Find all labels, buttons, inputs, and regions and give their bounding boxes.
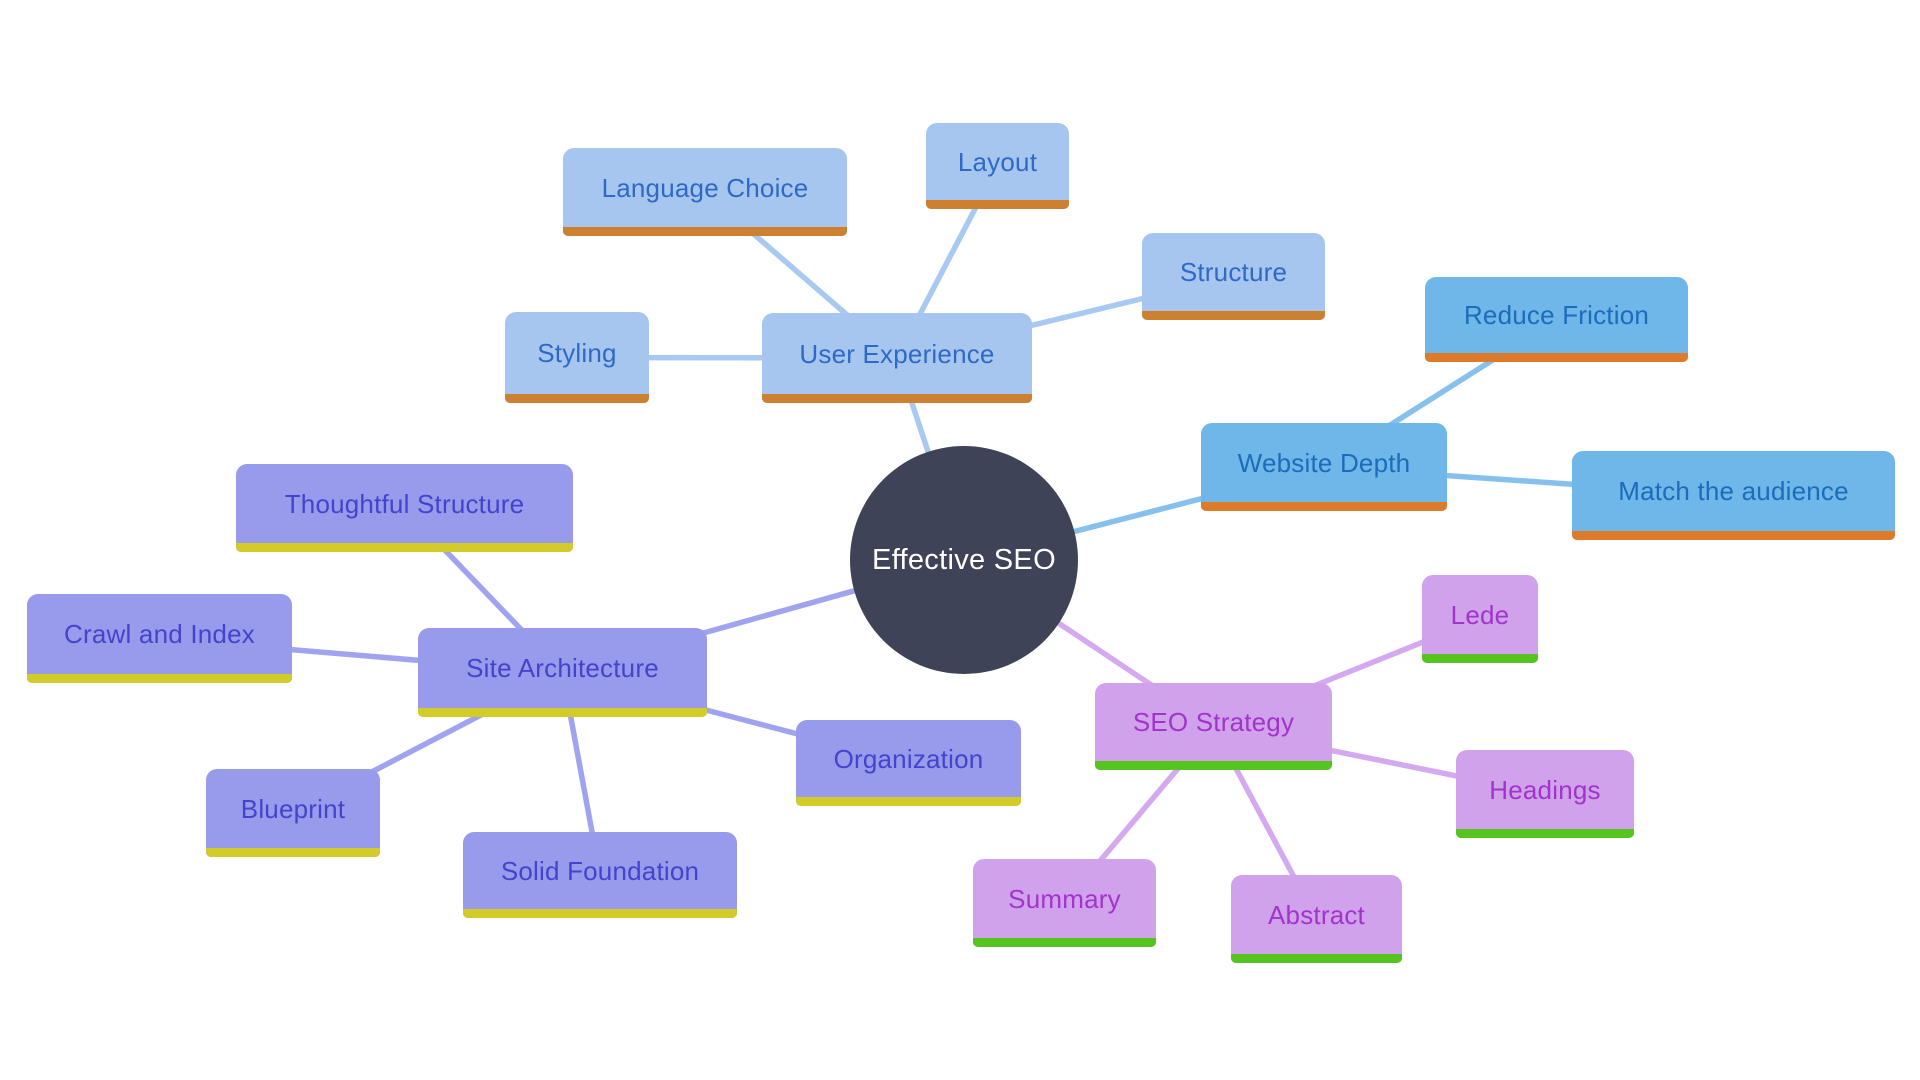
node-reduce-friction[interactable]: Reduce Friction — [1425, 277, 1688, 362]
node-label-layout: Layout — [957, 146, 1038, 177]
node-underline-organization — [796, 797, 1021, 806]
node-underline-abstract — [1231, 954, 1402, 963]
node-underline-solid-foundation — [463, 909, 737, 918]
node-underline-language-choice — [563, 227, 847, 236]
node-blueprint[interactable]: Blueprint — [206, 769, 380, 857]
node-label-thoughtful-structure: Thoughtful Structure — [284, 488, 525, 519]
node-layout[interactable]: Layout — [926, 123, 1069, 209]
node-summary[interactable]: Summary — [973, 859, 1156, 947]
node-label-solid-foundation: Solid Foundation — [500, 855, 700, 886]
node-styling[interactable]: Styling — [505, 312, 649, 403]
node-underline-seo-strategy — [1095, 761, 1332, 770]
node-crawl-and-index[interactable]: Crawl and Index — [27, 594, 292, 683]
node-label-headings: Headings — [1489, 774, 1601, 805]
node-underline-site-architecture — [418, 708, 707, 717]
node-label-match-the-audience: Match the audience — [1618, 476, 1849, 506]
node-label-blueprint: Blueprint — [240, 793, 346, 824]
central-topic-node[interactable]: Effective SEO — [850, 446, 1078, 674]
node-underline-styling — [505, 394, 649, 403]
node-underline-blueprint — [206, 848, 380, 857]
node-site-architecture[interactable]: Site Architecture — [418, 628, 707, 717]
node-underline-summary — [973, 938, 1156, 947]
node-headings[interactable]: Headings — [1456, 750, 1634, 838]
node-seo-strategy[interactable]: SEO Strategy — [1095, 683, 1332, 770]
node-label-abstract: Abstract — [1268, 899, 1365, 930]
node-abstract[interactable]: Abstract — [1231, 875, 1402, 963]
node-underline-crawl-and-index — [27, 674, 292, 683]
node-label-crawl-and-index: Crawl and Index — [64, 619, 255, 649]
node-underline-structure — [1142, 311, 1325, 320]
node-underline-match-the-audience — [1572, 531, 1895, 540]
node-label-structure: Structure — [1179, 257, 1288, 287]
node-match-the-audience[interactable]: Match the audience — [1572, 451, 1895, 540]
node-underline-headings — [1456, 829, 1634, 838]
node-lede[interactable]: Lede — [1422, 575, 1538, 663]
node-underline-lede — [1422, 654, 1538, 663]
node-underline-thoughtful-structure — [236, 543, 573, 552]
node-solid-foundation[interactable]: Solid Foundation — [463, 832, 737, 918]
central-topic-label: Effective SEO — [872, 543, 1056, 576]
node-underline-user-experience — [762, 394, 1032, 403]
node-thoughtful-structure[interactable]: Thoughtful Structure — [236, 464, 573, 552]
node-label-website-depth: Website Depth — [1237, 447, 1411, 478]
node-language-choice[interactable]: Language Choice — [563, 148, 847, 236]
node-label-styling: Styling — [537, 338, 617, 368]
node-label-site-architecture: Site Architecture — [466, 653, 659, 683]
node-underline-layout — [926, 200, 1069, 209]
node-underline-website-depth — [1201, 502, 1447, 511]
node-underline-reduce-friction — [1425, 353, 1688, 362]
node-label-reduce-friction: Reduce Friction — [1463, 300, 1650, 330]
node-organization[interactable]: Organization — [796, 720, 1021, 806]
node-label-language-choice: Language Choice — [601, 172, 809, 203]
node-label-organization: Organization — [833, 743, 984, 774]
node-structure[interactable]: Structure — [1142, 233, 1325, 320]
node-website-depth[interactable]: Website Depth — [1201, 423, 1447, 511]
node-label-summary: Summary — [1008, 883, 1121, 914]
node-label-seo-strategy: SEO Strategy — [1132, 707, 1295, 737]
node-user-experience[interactable]: User Experience — [762, 313, 1032, 403]
node-label-user-experience: User Experience — [799, 338, 995, 369]
node-label-lede: Lede — [1450, 599, 1510, 630]
